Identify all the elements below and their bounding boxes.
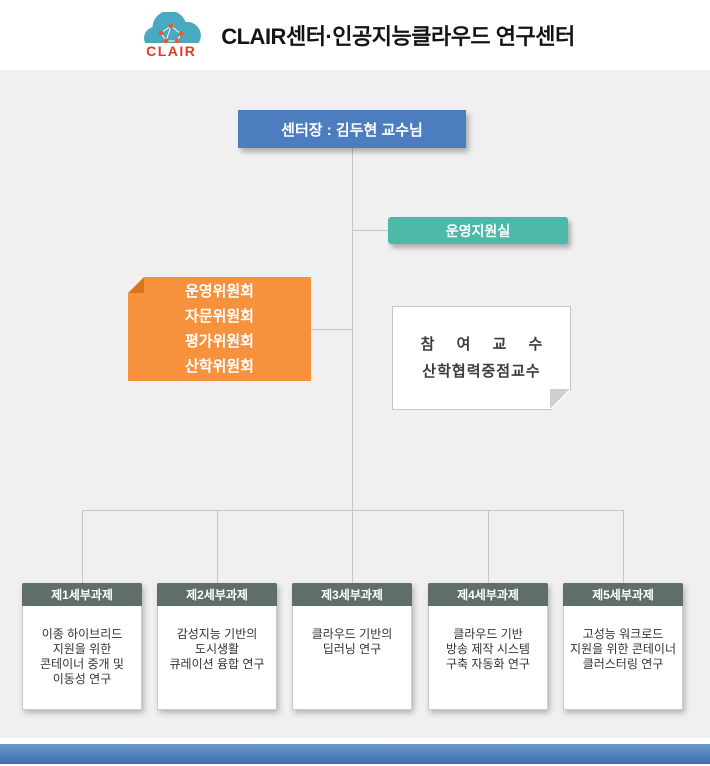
- node-committees: 운영위원회 자문위원회 평가위원회 산학위원회: [128, 277, 311, 381]
- node-subproject-5: 제5세부과제 고성능 워크로드 지원을 위한 콘테이너 클러스터링 연구: [563, 583, 683, 710]
- subproject-line: 도시생활: [194, 642, 240, 656]
- connector-line-vertical-main: [352, 148, 353, 510]
- subproject-line: 콘테이너 중개 및: [40, 657, 124, 671]
- subproject-1-title: 제1세부과제: [22, 583, 142, 606]
- subproject-line: 클라우드 기반: [453, 627, 523, 641]
- subproject-4-title: 제4세부과제: [428, 583, 548, 606]
- subproject-line: 큐레이션 융합 연구: [169, 657, 265, 671]
- connector-drop-sub2: [217, 510, 218, 583]
- committee-line: 산학위원회: [184, 358, 254, 375]
- node-subproject-2: 제2세부과제 감성지능 기반의 도시생활 큐레이션 융합 연구: [157, 583, 277, 710]
- connector-line-to-support: [352, 230, 388, 231]
- support-label: 운영지원실: [445, 222, 511, 239]
- node-operations-support: 운영지원실: [388, 217, 568, 244]
- subproject-line: 지원을 위한 콘테이너: [569, 642, 677, 656]
- node-center-director: 센터장 : 김두현 교수님: [238, 110, 466, 148]
- subproject-4-body: 클라우드 기반 방송 제작 시스템 구축 자동화 연구: [428, 606, 548, 710]
- subproject-line: 클라우드 기반의: [311, 627, 393, 641]
- subproject-2-body: 감성지능 기반의 도시생활 큐레이션 융합 연구: [157, 606, 277, 710]
- director-label: 센터장 : 김두현 교수님: [281, 121, 423, 139]
- subproject-5-body: 고성능 워크로드 지원을 위한 콘테이너 클러스터링 연구: [563, 606, 683, 710]
- footer-bar: [0, 744, 710, 764]
- connector-drop-sub5: [623, 510, 624, 583]
- committee-line: 운영위원회: [184, 283, 254, 300]
- subproject-line: 구축 자동화 연구: [446, 657, 530, 671]
- professors-line2: 산학협력중점교수: [422, 363, 541, 380]
- subproject-line: 방송 제작 시스템: [446, 642, 530, 656]
- page-title: CLAIR센터·인공지능클라우드 연구센터: [221, 24, 575, 49]
- subproject-line: 지원을 위한: [52, 642, 112, 656]
- page-header: CLAIR CLAIR센터·인공지능클라우드 연구센터: [0, 0, 710, 70]
- connector-drop-sub4: [488, 510, 489, 583]
- node-subproject-4: 제4세부과제 클라우드 기반 방송 제작 시스템 구축 자동화 연구: [428, 583, 548, 710]
- connector-line-bottom-horizontal: [82, 510, 624, 511]
- connector-drop-sub1: [82, 510, 83, 583]
- connector-drop-sub3: [352, 510, 353, 583]
- committee-line: 평가위원회: [184, 333, 254, 350]
- professors-line1: 참 여 교 수: [420, 336, 552, 353]
- clair-logo: CLAIR: [135, 11, 207, 59]
- cloud-network-icon: [144, 11, 202, 49]
- subproject-1-body: 이종 하이브리드 지원을 위한 콘테이너 중개 및 이동성 연구: [22, 606, 142, 710]
- node-subproject-1: 제1세부과제 이종 하이브리드 지원을 위한 콘테이너 중개 및 이동성 연구: [22, 583, 142, 710]
- subproject-line: 이종 하이브리드: [41, 627, 123, 641]
- node-professors: 참 여 교 수 산학협력중점교수: [392, 306, 571, 410]
- subproject-line: 고성능 워크로드: [582, 627, 664, 641]
- node-subproject-3: 제3세부과제 클라우드 기반의 딥러닝 연구: [292, 583, 412, 710]
- subproject-line: 클러스터링 연구: [582, 657, 664, 671]
- subproject-line: 딥러닝 연구: [322, 642, 382, 656]
- subproject-line: 감성지능 기반의: [176, 627, 258, 641]
- subproject-5-title: 제5세부과제: [563, 583, 683, 606]
- subproject-3-title: 제3세부과제: [292, 583, 412, 606]
- committee-line: 자문위원회: [184, 308, 254, 325]
- subproject-line: 이동성 연구: [52, 672, 112, 686]
- subproject-2-title: 제2세부과제: [157, 583, 277, 606]
- subproject-3-body: 클라우드 기반의 딥러닝 연구: [292, 606, 412, 710]
- clair-logo-text: CLAIR: [143, 42, 200, 59]
- connector-line-to-committees: [311, 329, 352, 330]
